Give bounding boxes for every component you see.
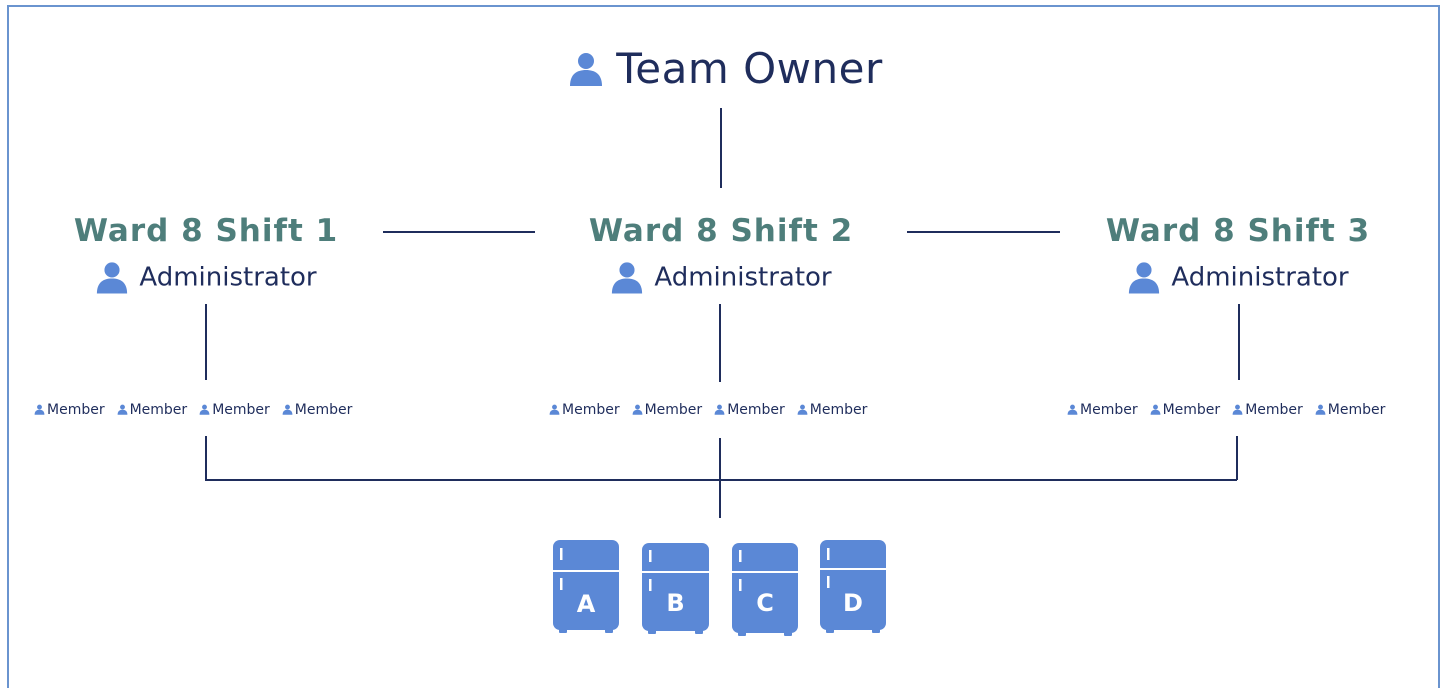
member: Member (632, 402, 703, 418)
fridge-letter: C (756, 589, 774, 617)
fridge-d: D (820, 540, 886, 633)
owner-connector (720, 108, 722, 188)
fridge-b: B (642, 543, 709, 634)
person-icon (34, 404, 45, 415)
person-icon (1150, 404, 1160, 415)
refrigerator-icon (553, 540, 619, 633)
administrator: Administrator (1078, 259, 1398, 295)
shift-2-members: Member Member Member Member (549, 402, 879, 422)
shift-title: Ward 8 Shift 2 (588, 213, 854, 249)
fridge-letter: A (576, 590, 596, 618)
refrigerator-icon (642, 543, 709, 634)
bottom-bus-line (205, 479, 1237, 481)
fridge-c: C (732, 543, 798, 636)
person-icon (117, 404, 127, 415)
shift2-connector (719, 304, 721, 382)
member-label: Member (1245, 402, 1303, 418)
member: Member (117, 402, 188, 418)
member: Member (282, 402, 353, 418)
member: Member (1150, 402, 1221, 418)
shift-1-members: Member Member Member Member (34, 402, 364, 422)
member-label: Member (644, 402, 703, 418)
person-icon (199, 404, 210, 415)
member-label: Member (129, 402, 188, 418)
person-icon (1067, 404, 1078, 415)
member-label: Member (1162, 402, 1221, 418)
shift3-connector (1238, 304, 1240, 380)
shift1-bottom-connector (205, 436, 207, 480)
diagram-frame (7, 5, 1440, 688)
member-label: Member (47, 402, 105, 418)
member: Member (1067, 402, 1138, 418)
refrigerator-icon (820, 540, 886, 633)
member: Member (714, 402, 785, 418)
person-icon (1315, 404, 1326, 415)
person-icon (1129, 262, 1160, 294)
person-icon (714, 404, 725, 415)
member-label: Member (1327, 402, 1386, 418)
person-icon (97, 262, 128, 294)
person-icon (282, 404, 293, 415)
administrator-label: Administrator (139, 262, 317, 293)
person-icon (1232, 404, 1243, 415)
refrigerator-icon (732, 543, 798, 636)
member-label: Member (809, 402, 868, 418)
fridge-letter: D (843, 589, 863, 617)
shift1-shift2-connector (383, 231, 535, 233)
person-icon (797, 404, 808, 415)
member-label: Member (294, 402, 353, 418)
member-label: Member (562, 402, 620, 418)
shift-title: Ward 8 Shift 3 (1105, 213, 1371, 249)
administrator-label: Administrator (654, 262, 832, 293)
shift-3-members: Member Member Member Member (1067, 402, 1385, 422)
member-label: Member (727, 402, 785, 418)
member-label: Member (212, 402, 270, 418)
member: Member (1232, 402, 1303, 418)
administrator: Administrator (46, 259, 366, 295)
shift-3: Ward 8 Shift 3 Administrator (1078, 211, 1398, 295)
shift2-bottom-connector (719, 438, 721, 518)
administrator-label: Administrator (1171, 262, 1349, 293)
shift3-bottom-connector (1236, 436, 1238, 480)
shift-title: Ward 8 Shift 1 (73, 213, 339, 249)
shift-1: Ward 8 Shift 1 Administrator (46, 211, 366, 295)
shift2-shift3-connector (907, 231, 1060, 233)
person-icon (570, 52, 603, 86)
member: Member (797, 402, 868, 418)
person-icon (632, 404, 642, 415)
administrator: Administrator (561, 259, 881, 295)
shift1-connector (205, 304, 207, 380)
team-owner-label: Team Owner (616, 44, 883, 93)
member: Member (199, 402, 270, 418)
member: Member (549, 402, 620, 418)
member-label: Member (1080, 402, 1138, 418)
member: Member (34, 402, 105, 418)
member: Member (1315, 402, 1386, 418)
team-owner: Team Owner (0, 44, 1451, 93)
person-icon (612, 262, 643, 294)
fridge-a: A (553, 540, 619, 633)
person-icon (549, 404, 560, 415)
fridge-letter: B (666, 589, 685, 617)
shift-2: Ward 8 Shift 2 Administrator (561, 211, 881, 295)
